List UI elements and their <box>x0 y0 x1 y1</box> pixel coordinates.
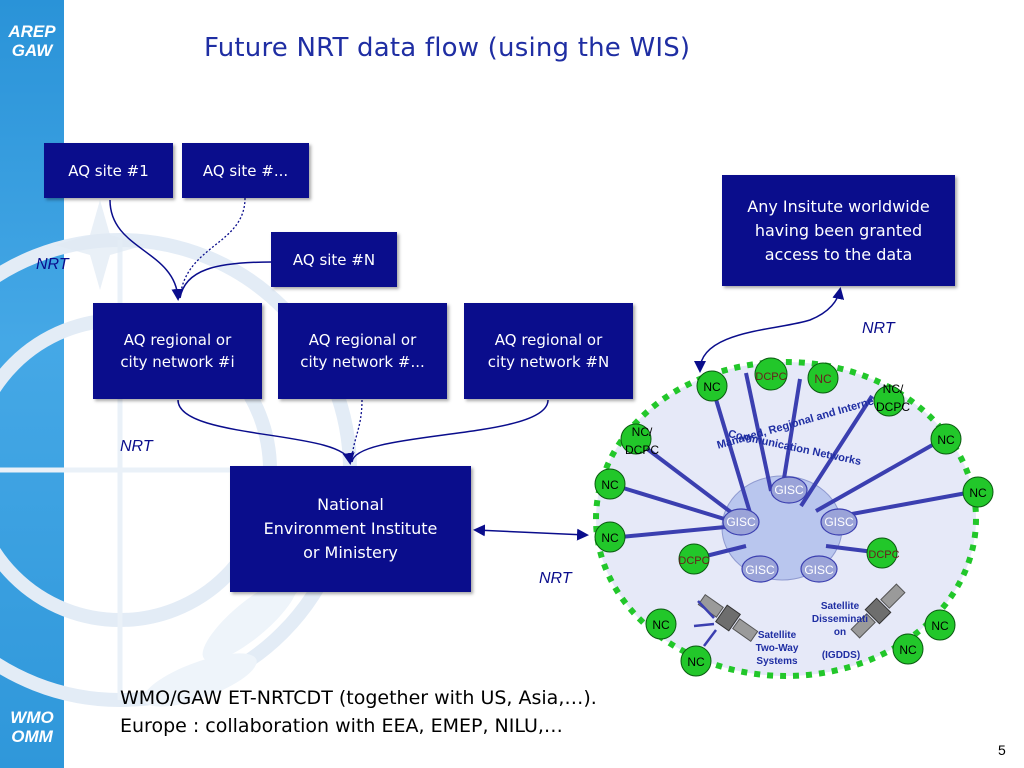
flow-national-to-wis <box>473 524 589 541</box>
spoke <box>609 482 732 523</box>
nrt-label-regional: NRT <box>120 438 153 455</box>
nc-label: NC <box>931 619 949 633</box>
slide-title: Future NRT data flow (using the WIS) <box>204 33 691 63</box>
aq-site-dots-box: AQ site #... <box>182 143 309 198</box>
flow-regional-i-to-national <box>177 399 355 465</box>
sat-dissem-line1: Satellite <box>821 601 860 612</box>
flow-wis-to-institute <box>694 287 845 373</box>
nrt-label-sites: NRT <box>36 256 69 273</box>
dcpc-label: DCPC <box>678 555 709 567</box>
dcpc-label: DCPC <box>868 549 899 561</box>
flow-regional-n-to-national <box>351 399 549 463</box>
nc-label: NC <box>899 643 917 657</box>
aq-site-1-box: AQ site #1 <box>44 143 173 198</box>
spoke <box>815 437 944 513</box>
nc-label: NC <box>601 478 619 492</box>
gisc-label: GISC <box>745 563 775 577</box>
nrt-label-national: NRT <box>539 570 572 587</box>
spoke <box>632 437 738 518</box>
gisc-label: GISC <box>726 515 756 529</box>
national-institute-box: National Environment Institute or Minist… <box>230 466 471 592</box>
spoke <box>780 378 802 492</box>
dcpc-label: DCPC <box>755 371 786 383</box>
page-number: 5 <box>998 742 1006 758</box>
logo-line-omm: OMM <box>11 727 53 746</box>
nc-nodes <box>594 357 994 677</box>
regional-network-i-box: AQ regional or city network #i <box>93 303 262 399</box>
logo-line-gaw: GAW <box>11 41 53 60</box>
nc-dcpc-label-line2: DCPC <box>625 443 659 457</box>
flow-sitedots-to-regional <box>179 197 246 299</box>
igdds-label: (IGDDS) <box>822 650 860 661</box>
spoke <box>609 524 737 540</box>
logo-line-arep: AREP <box>8 22 56 41</box>
satellite-two-way-icon <box>693 594 759 647</box>
nc-label: NC <box>601 531 619 545</box>
logo-line-wmo: WMO <box>10 708 54 727</box>
nc-label: NC <box>937 433 955 447</box>
spoke <box>744 372 773 492</box>
nc-label: NC <box>687 655 705 669</box>
sat-two-way-line2: Two-Way <box>756 643 799 654</box>
nc-dcpc-label-line2: DCPC <box>876 400 910 414</box>
gisc-label: GISC <box>774 483 804 497</box>
flow-site1-to-regional <box>109 199 184 301</box>
nc-label: NC <box>652 618 670 632</box>
nrt-label-institute: NRT <box>862 320 895 337</box>
sat-two-way-line1: Satellite <box>758 630 797 641</box>
any-institute-box: Any Insitute worldwide having been grant… <box>722 175 955 286</box>
spoke <box>710 385 753 517</box>
nc-label: NC <box>969 486 987 500</box>
sat-two-way-line3: Systems <box>756 656 798 667</box>
flow-siten-to-regional <box>179 261 273 299</box>
nc-dcpc-label-line1: NC/ <box>883 382 904 396</box>
satellite-dissemination-icon <box>850 583 906 639</box>
arep-gaw-logo: AREP GAW <box>0 22 64 60</box>
gisc-label: GISC <box>824 515 854 529</box>
regional-network-n-box: AQ regional or city network #N <box>464 303 633 399</box>
footer-line-2: Europe : collaboration with EEA, EMEP, N… <box>120 715 563 737</box>
gisc-nodes: GISC GISC GISC GISC GISC <box>722 476 858 583</box>
nc-label: NC <box>703 380 721 394</box>
regional-network-dots-box: AQ regional or city network #... <box>278 303 447 399</box>
footer-text: WMO/GAW ET-NRTCDT (together with US, Asi… <box>120 684 597 740</box>
sat-dissem-line3: on <box>834 627 846 638</box>
footer-line-1: WMO/GAW ET-NRTCDT (together with US, Asi… <box>120 687 597 709</box>
aq-site-n-box: AQ site #N <box>271 232 397 287</box>
wmo-omm-logo: WMO OMM <box>0 708 64 746</box>
flow-regional-dots-to-national <box>351 399 363 463</box>
gisc-label: GISC <box>804 563 834 577</box>
spoke <box>840 490 973 518</box>
nc-dcpc-label-line1: NC/ <box>632 425 653 439</box>
spoke <box>799 394 874 508</box>
sat-dissem-line2: Disseminati <box>812 614 868 625</box>
nc-label: NC <box>814 372 832 386</box>
wis-network-diagram: Managed, Regional and Internet Communica… <box>593 357 994 679</box>
